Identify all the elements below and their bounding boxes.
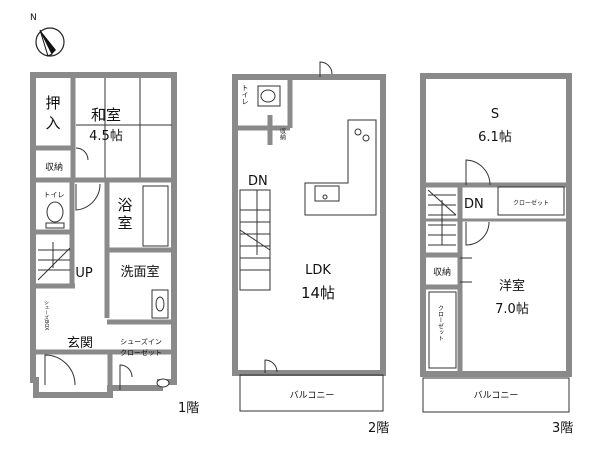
entrance-label: 玄関 [67,336,93,351]
western-room-size: 7.0帖 [495,302,529,317]
ldk-size: 14帖 [301,284,335,302]
dn-3f-label: DN [464,197,484,212]
storage-label: 収納 [45,161,63,173]
oshiire-label: 押 [45,94,60,112]
svg-text:和室: 和室 [91,106,121,124]
floor-1-label: 1階 [178,401,199,416]
closet-3f-label: クローゼット [513,199,549,207]
bath-label: 浴 [117,196,132,214]
floor-1: 和室 4.5帖 押 入 収納 トイレ 浴 室 UP 洗面室 シューズBOX 玄関… [30,72,199,416]
dn-2f-label: DN [248,174,268,189]
s-room-size: 6.1帖 [478,130,512,145]
svg-text:4.5帖: 4.5帖 [89,129,123,144]
closet-3f-2-label: クローゼット [437,305,444,341]
bath-label-2: 室 [117,214,132,232]
north-compass-icon: N [30,13,65,57]
shoe-closet-label: シューズイン [120,337,162,346]
floor-2-label: 2階 [368,421,389,436]
compass-label: N [30,13,37,23]
up-label: UP [75,266,93,281]
balcony-2f-label: バルコニー [290,390,335,401]
balcony-3f-label: バルコニー [474,390,519,401]
floor-3: S 6.1帖 DN クローゼット 収納 洋室 7.0帖 クローゼット バルコニー… [420,73,573,436]
floor-3-label: 3階 [552,421,573,436]
washitsu: 和室 4.5帖 [89,106,123,144]
oshiire-label-2: 入 [45,114,60,132]
washroom-label: 洗面室 [120,264,159,280]
shoe-closet-label-2: クローゼット [120,348,162,357]
toilet-2f-label: トイレ [241,84,249,105]
storage-2f-label: 収納 [279,128,286,141]
shoebox-label: シューズBOX [43,300,49,331]
storage-3f-label: 収納 [433,266,451,278]
western-room-label: 洋室 [499,278,525,294]
floor-2: トイレ 収納 DN LDK 14帖 バルコニー 2階 [232,61,389,436]
toilet-label: トイレ [44,191,65,199]
s-room-label: S [491,107,499,122]
ldk-label: LDK [305,263,331,278]
